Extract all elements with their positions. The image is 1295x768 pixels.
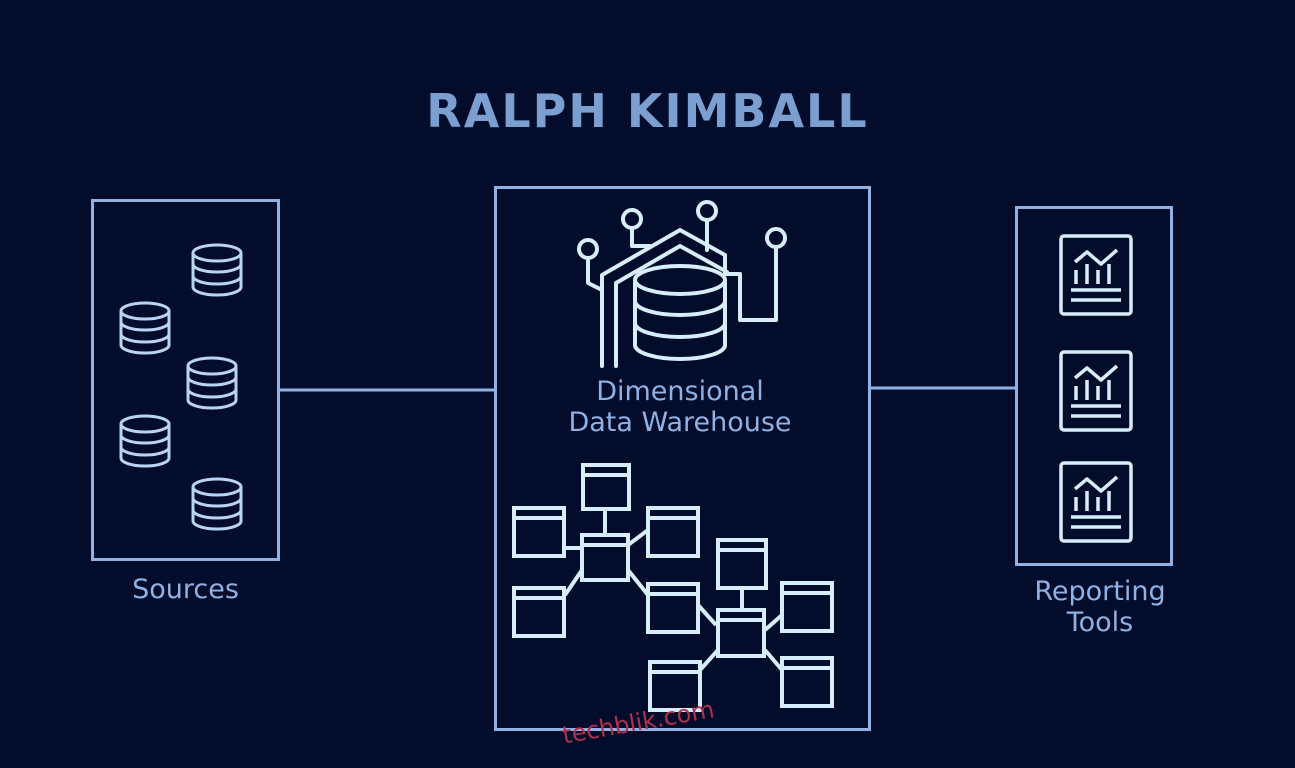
data-warehouse-icon bbox=[577, 200, 787, 368]
reporting-tools-label-line2: Tools bbox=[1066, 607, 1134, 638]
warehouse-label-line1: Dimensional bbox=[596, 376, 764, 407]
warehouse-label: Dimensional Data Warehouse bbox=[540, 376, 820, 438]
dimension-table bbox=[648, 660, 702, 712]
dimension-table bbox=[780, 581, 834, 633]
sources-label: Sources bbox=[132, 574, 239, 605]
reporting-tools-box bbox=[1015, 206, 1173, 566]
dimension-table bbox=[646, 506, 700, 558]
diagram-title: RALPH KIMBALL bbox=[426, 84, 869, 138]
database-icon bbox=[119, 414, 171, 468]
database-icon bbox=[119, 301, 171, 355]
database-icon bbox=[186, 356, 238, 410]
fact-table bbox=[716, 608, 766, 658]
dimension-table bbox=[716, 538, 768, 590]
database-icon bbox=[191, 243, 243, 297]
warehouse-label-line2: Data Warehouse bbox=[568, 407, 792, 438]
dimension-table bbox=[780, 656, 834, 708]
report-chart-icon bbox=[1059, 350, 1133, 432]
database-icon bbox=[191, 477, 243, 531]
reporting-tools-label-line1: Reporting bbox=[1034, 576, 1166, 607]
report-chart-icon bbox=[1059, 234, 1133, 316]
dimension-table bbox=[512, 586, 566, 638]
dimension-table bbox=[646, 582, 700, 634]
report-chart-icon bbox=[1059, 461, 1133, 543]
dimension-table bbox=[581, 463, 631, 511]
dimensional-schema bbox=[512, 463, 834, 712]
warehouse-box bbox=[494, 186, 871, 731]
sources-box bbox=[91, 199, 280, 561]
fact-table bbox=[580, 533, 630, 582]
dimension-table bbox=[512, 506, 566, 558]
reporting-tools-label: Reporting Tools bbox=[1005, 576, 1195, 638]
